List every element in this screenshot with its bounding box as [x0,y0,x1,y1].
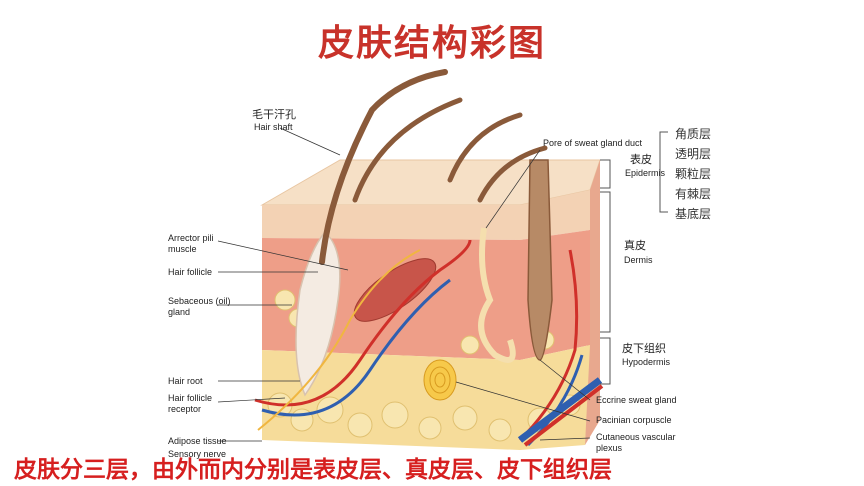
sublayer-item: 基底层 [675,207,712,221]
vein-vessel [261,278,451,417]
sweat-gland-duct [478,227,516,363]
sensory-nerve [257,249,421,431]
hair-shaft-1 [319,69,448,265]
label-arrector-2: muscle [168,244,197,254]
cutaneous-vascular-plexus [517,377,603,443]
caption-text: 皮肤分三层，由外而内分别是表皮层、真皮层、皮下组织层 [14,457,612,483]
label-sensory: Sensory nerve [168,449,227,459]
sublayer-item: 透明层 [675,147,712,161]
label-dermis-en: Dermis [624,255,653,265]
label-eccrine: Eccrine sweat gland [596,395,677,405]
page-title: 皮肤结构彩图 [317,22,546,64]
label-hair-shaft-zh: 毛干汗孔 [252,108,296,121]
label-cutaneous-1: Cutaneous vascular [596,432,676,442]
label-epidermis-en: Epidermis [625,168,666,178]
artery-vessel [254,239,472,407]
dermis-layer [262,230,590,360]
label-hypodermis-zh: 皮下组织 [622,342,666,355]
pacinian-corpuscle [423,359,457,401]
label-adipose: Adipose tissue [168,436,227,446]
label-sebaceous-1: Sebaceous (oil) [168,296,231,306]
label-hair-root: Hair root [168,376,203,386]
label-hair-follicle: Hair follicle [168,267,213,277]
label-pacinian: Pacinian corpuscle [596,415,672,425]
hair-shaft-3 [447,112,523,183]
sublayer-item: 有棘层 [675,187,712,201]
hair-follicle [295,230,341,397]
label-dermis-zh: 真皮 [624,239,646,252]
label-hair-follicle-receptor-2: receptor [168,404,202,414]
label-pore: Pore of sweat gland duct [543,138,643,148]
sublayer-item: 颗粒层 [675,167,712,181]
hair-shaft-2 [352,97,463,203]
label-sebaceous-2: gland [168,307,191,317]
label-cutaneous-2: plexus [596,443,623,453]
label-hypodermis-en: Hypodermis [622,357,671,367]
label-hair-shaft-en: Hair shaft [254,122,293,132]
hair-follicle-right [527,159,553,361]
label-epidermis-zh: 表皮 [630,153,652,166]
layer-brackets [600,131,668,385]
epidermis-layer [262,190,590,240]
leader-lines [217,127,591,442]
epidermis-sublayer-list: 角质层 透明层 颗粒层 有棘层 基底层 [675,124,711,224]
skin-right-face [585,160,600,445]
artery-vessel-right [518,249,579,442]
label-arrector-1: Arrector pili [168,233,214,243]
label-hair-follicle-receptor-1: Hair follicle [168,393,213,403]
sublayer-item: 角质层 [675,127,712,141]
hair-shaft-4 [477,145,548,203]
